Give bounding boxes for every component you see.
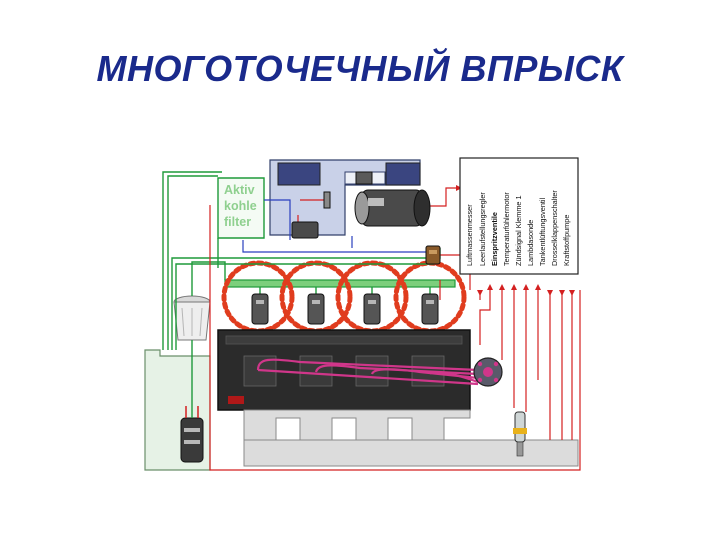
injector-2 bbox=[307, 293, 325, 325]
fuel-pump bbox=[180, 406, 204, 463]
legend-item-7: Tankentlüftungsventil bbox=[538, 197, 547, 266]
return-lines bbox=[242, 199, 440, 253]
legend-item-5: Zündsignal Klemme 1 bbox=[514, 195, 523, 266]
filter-label-line-3: filter bbox=[224, 215, 251, 229]
filter-label-line-2: kohle bbox=[224, 199, 257, 213]
legend-item-1: Luftmassenmesser bbox=[465, 204, 474, 266]
injector-4 bbox=[421, 293, 439, 325]
lambda-probe bbox=[513, 411, 527, 457]
intake-manifold bbox=[269, 159, 421, 236]
signal-arrows bbox=[456, 185, 575, 296]
fuel-filter bbox=[173, 295, 211, 341]
filter-label-line-1: Aktiv bbox=[224, 183, 255, 197]
legend-item-6: Lambdasonde bbox=[526, 220, 535, 266]
exhaust-manifold bbox=[243, 409, 579, 467]
legend-item-3: Einspritzventile bbox=[490, 212, 499, 266]
engine-block bbox=[217, 329, 471, 411]
injector-3 bbox=[363, 293, 381, 325]
legend-item-9: Kraftstoffpumpe bbox=[562, 215, 571, 266]
distributor bbox=[473, 357, 503, 387]
ignition-leads bbox=[256, 358, 479, 386]
temperature-sensor bbox=[425, 245, 441, 265]
activated-carbon-filter: Aktiv kohle filter bbox=[217, 177, 265, 239]
control-unit-legend: Luftmassenmesser Leerlaufstellungsregler… bbox=[459, 157, 579, 275]
throttle-switch bbox=[355, 171, 373, 185]
injector-1 bbox=[251, 293, 269, 325]
idle-control-valve bbox=[291, 191, 331, 239]
air-flow-meter bbox=[354, 189, 431, 227]
legend-item-8: Drosselklappenschalter bbox=[550, 190, 559, 266]
legend-item-2: Leerlaufstellungsregler bbox=[478, 192, 487, 266]
slide-title: МНОГОТОЧЕЧНЫЙ ВПРЫСК bbox=[96, 48, 624, 89]
legend-item-4: Temperaturfühlermotor bbox=[502, 192, 511, 266]
